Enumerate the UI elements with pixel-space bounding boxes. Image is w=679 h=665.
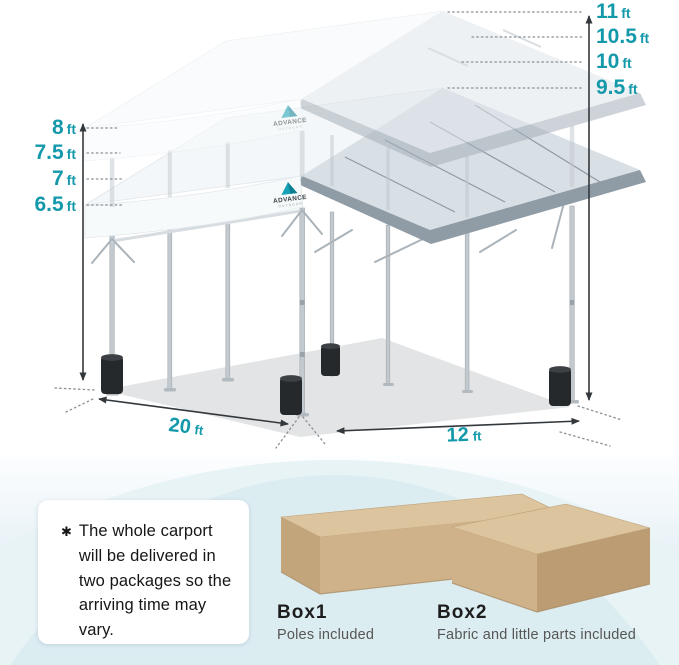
depth-arrow <box>336 417 580 435</box>
package-label-2: Box2 Fabric and little parts included <box>437 602 657 643</box>
shipping-box-2 <box>450 503 651 613</box>
brand-logo: ADVANCE OUTDOOR <box>273 182 308 208</box>
svg-text:ADVANCE: ADVANCE <box>273 117 308 128</box>
note-asterisk-icon: ✱ <box>61 524 72 539</box>
package-name: Box2 <box>437 602 488 623</box>
package-name: Box1 <box>277 602 328 623</box>
svg-text:ADVANCE: ADVANCE <box>273 194 308 205</box>
weight-bag <box>280 375 302 415</box>
package-description: Fabric and little parts included <box>437 627 637 643</box>
width-arrow <box>98 396 289 427</box>
svg-text:OUTDOOR: OUTDOOR <box>278 124 303 131</box>
canopy-raised-ghost: ADVANCE OUTDOOR <box>84 10 646 167</box>
weight-bag <box>321 343 340 376</box>
measurement-annotations <box>54 11 623 449</box>
package-label-1: Box1 Poles included <box>277 602 497 643</box>
delivery-note-text: The whole carport will be delivered in t… <box>78 522 232 639</box>
package-description: Poles included <box>277 627 375 643</box>
leader-lines <box>54 11 623 449</box>
svg-text:OUTDOOR: OUTDOOR <box>278 201 303 208</box>
weight-bag <box>549 366 571 406</box>
carport: ADVANCE OUTDOOR <box>84 10 646 437</box>
weight-bag <box>101 354 123 394</box>
support-poles <box>106 205 579 417</box>
delivery-note: ✱ The whole carport will be delivered in… <box>38 500 249 644</box>
brand-logo: ADVANCE OUTDOOR <box>273 105 308 131</box>
pole-extensions <box>109 126 575 217</box>
weight-bags <box>101 343 571 415</box>
